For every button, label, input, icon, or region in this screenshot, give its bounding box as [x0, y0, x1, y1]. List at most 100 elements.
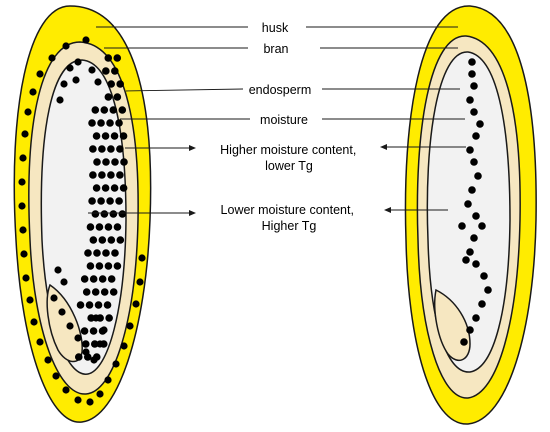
moisture-dot — [107, 236, 116, 244]
moisture-dot — [86, 223, 95, 231]
moisture-dot — [104, 54, 113, 62]
moisture-dot — [106, 119, 114, 127]
moisture-dot — [80, 327, 89, 335]
right-grain — [404, 5, 537, 425]
left-arrows — [88, 145, 196, 216]
moisture-dot — [119, 184, 128, 192]
moisture-dot — [102, 249, 110, 257]
moisture-dot — [91, 210, 100, 218]
moisture-dot — [97, 197, 105, 205]
moisture-dot — [92, 132, 101, 140]
moisture-dot — [458, 222, 466, 230]
moisture-dot — [91, 106, 100, 114]
moisture-dot — [474, 172, 482, 180]
moisture-dot — [92, 184, 101, 192]
moisture-dot — [58, 308, 66, 316]
moisture-dot — [109, 106, 118, 114]
moisture-dot — [104, 223, 113, 231]
husk-label: husk — [262, 21, 289, 35]
moisture-dot — [96, 340, 104, 348]
moisture-dot — [85, 301, 94, 309]
moisture-dot — [36, 70, 44, 78]
moisture-dot — [110, 184, 119, 192]
moisture-dot — [72, 76, 80, 84]
moisture-dot — [116, 80, 124, 88]
moisture-dot — [464, 200, 472, 208]
moisture-dot — [50, 294, 58, 302]
moisture-dot — [115, 119, 123, 127]
left-leader-lines — [96, 26, 250, 120]
moisture-dot — [30, 318, 38, 326]
moisture-dot — [118, 106, 127, 114]
moisture-dot — [138, 254, 146, 262]
moisture-dot — [95, 223, 104, 231]
lower-moisture-arrowhead-right — [384, 207, 391, 213]
moisture-dot — [74, 353, 83, 361]
moisture-dot — [48, 54, 56, 62]
moisture-dot — [105, 314, 113, 322]
moisture-dot — [98, 236, 107, 244]
right-arrows — [380, 144, 466, 213]
moisture-dot — [88, 197, 96, 205]
moisture-dot — [111, 158, 119, 166]
moisture-dot — [466, 326, 474, 334]
moisture-dot — [82, 36, 90, 44]
moisture-dot — [102, 158, 110, 166]
moisture-dot — [80, 275, 89, 283]
moisture-dot — [472, 314, 480, 322]
moisture-dot — [120, 158, 128, 166]
moisture-dot — [460, 338, 468, 346]
moisture-dot — [95, 262, 104, 270]
moisture-dot — [36, 338, 44, 346]
left-moisture-dots — [18, 36, 146, 406]
moisture-dot — [18, 178, 26, 186]
moisture-dot — [107, 171, 115, 179]
moisture-dot — [109, 210, 118, 218]
moisture-dot — [104, 93, 113, 101]
moisture-dot — [20, 250, 28, 258]
moisture-dot — [52, 372, 60, 380]
moisture-dot — [89, 327, 98, 335]
moisture-dot — [100, 210, 109, 218]
moisture-dot — [136, 278, 144, 286]
moisture-dot — [101, 132, 110, 140]
moisture-dot — [66, 322, 74, 330]
moisture-dot — [116, 236, 125, 244]
lower-moisture-label: Lower moisture content, Higher Tg — [221, 203, 358, 233]
moisture-dot — [470, 82, 478, 90]
moisture-dot — [90, 340, 99, 348]
moisture-dot — [120, 342, 128, 350]
moisture-dot — [112, 360, 120, 368]
higher-moisture-label: Higher moisture content, lower Tg — [220, 143, 360, 173]
moisture-dot — [466, 96, 474, 104]
moisture-dot — [26, 296, 34, 304]
moisture-dot — [98, 275, 107, 283]
moisture-dot — [104, 376, 112, 384]
moisture-dot — [472, 212, 480, 220]
moisture-dot — [104, 262, 113, 270]
right-moisture-dots — [458, 58, 492, 346]
moisture-dot — [22, 274, 30, 282]
moisture-dot — [19, 226, 27, 234]
moisture-dot — [88, 66, 96, 74]
moisture-dot — [102, 67, 110, 75]
moisture-dot — [468, 58, 476, 66]
moisture-dot — [82, 348, 90, 356]
moisture-dot — [98, 171, 106, 179]
moisture-dot — [88, 119, 96, 127]
moisture-dot — [107, 80, 115, 88]
moisture-dot — [56, 96, 64, 104]
moisture-dot — [89, 171, 97, 179]
moisture-dot — [60, 278, 68, 286]
moisture-dot — [90, 356, 98, 364]
moisture-dot — [113, 223, 122, 231]
moisture-dot — [89, 145, 97, 153]
moisture-dot — [106, 197, 114, 205]
lower-moisture-line-1: Lower moisture content, — [221, 203, 354, 217]
moisture-dot — [62, 386, 70, 394]
moisture-dot — [110, 132, 119, 140]
moisture-dot — [462, 256, 470, 264]
moisture-dot — [470, 234, 478, 242]
